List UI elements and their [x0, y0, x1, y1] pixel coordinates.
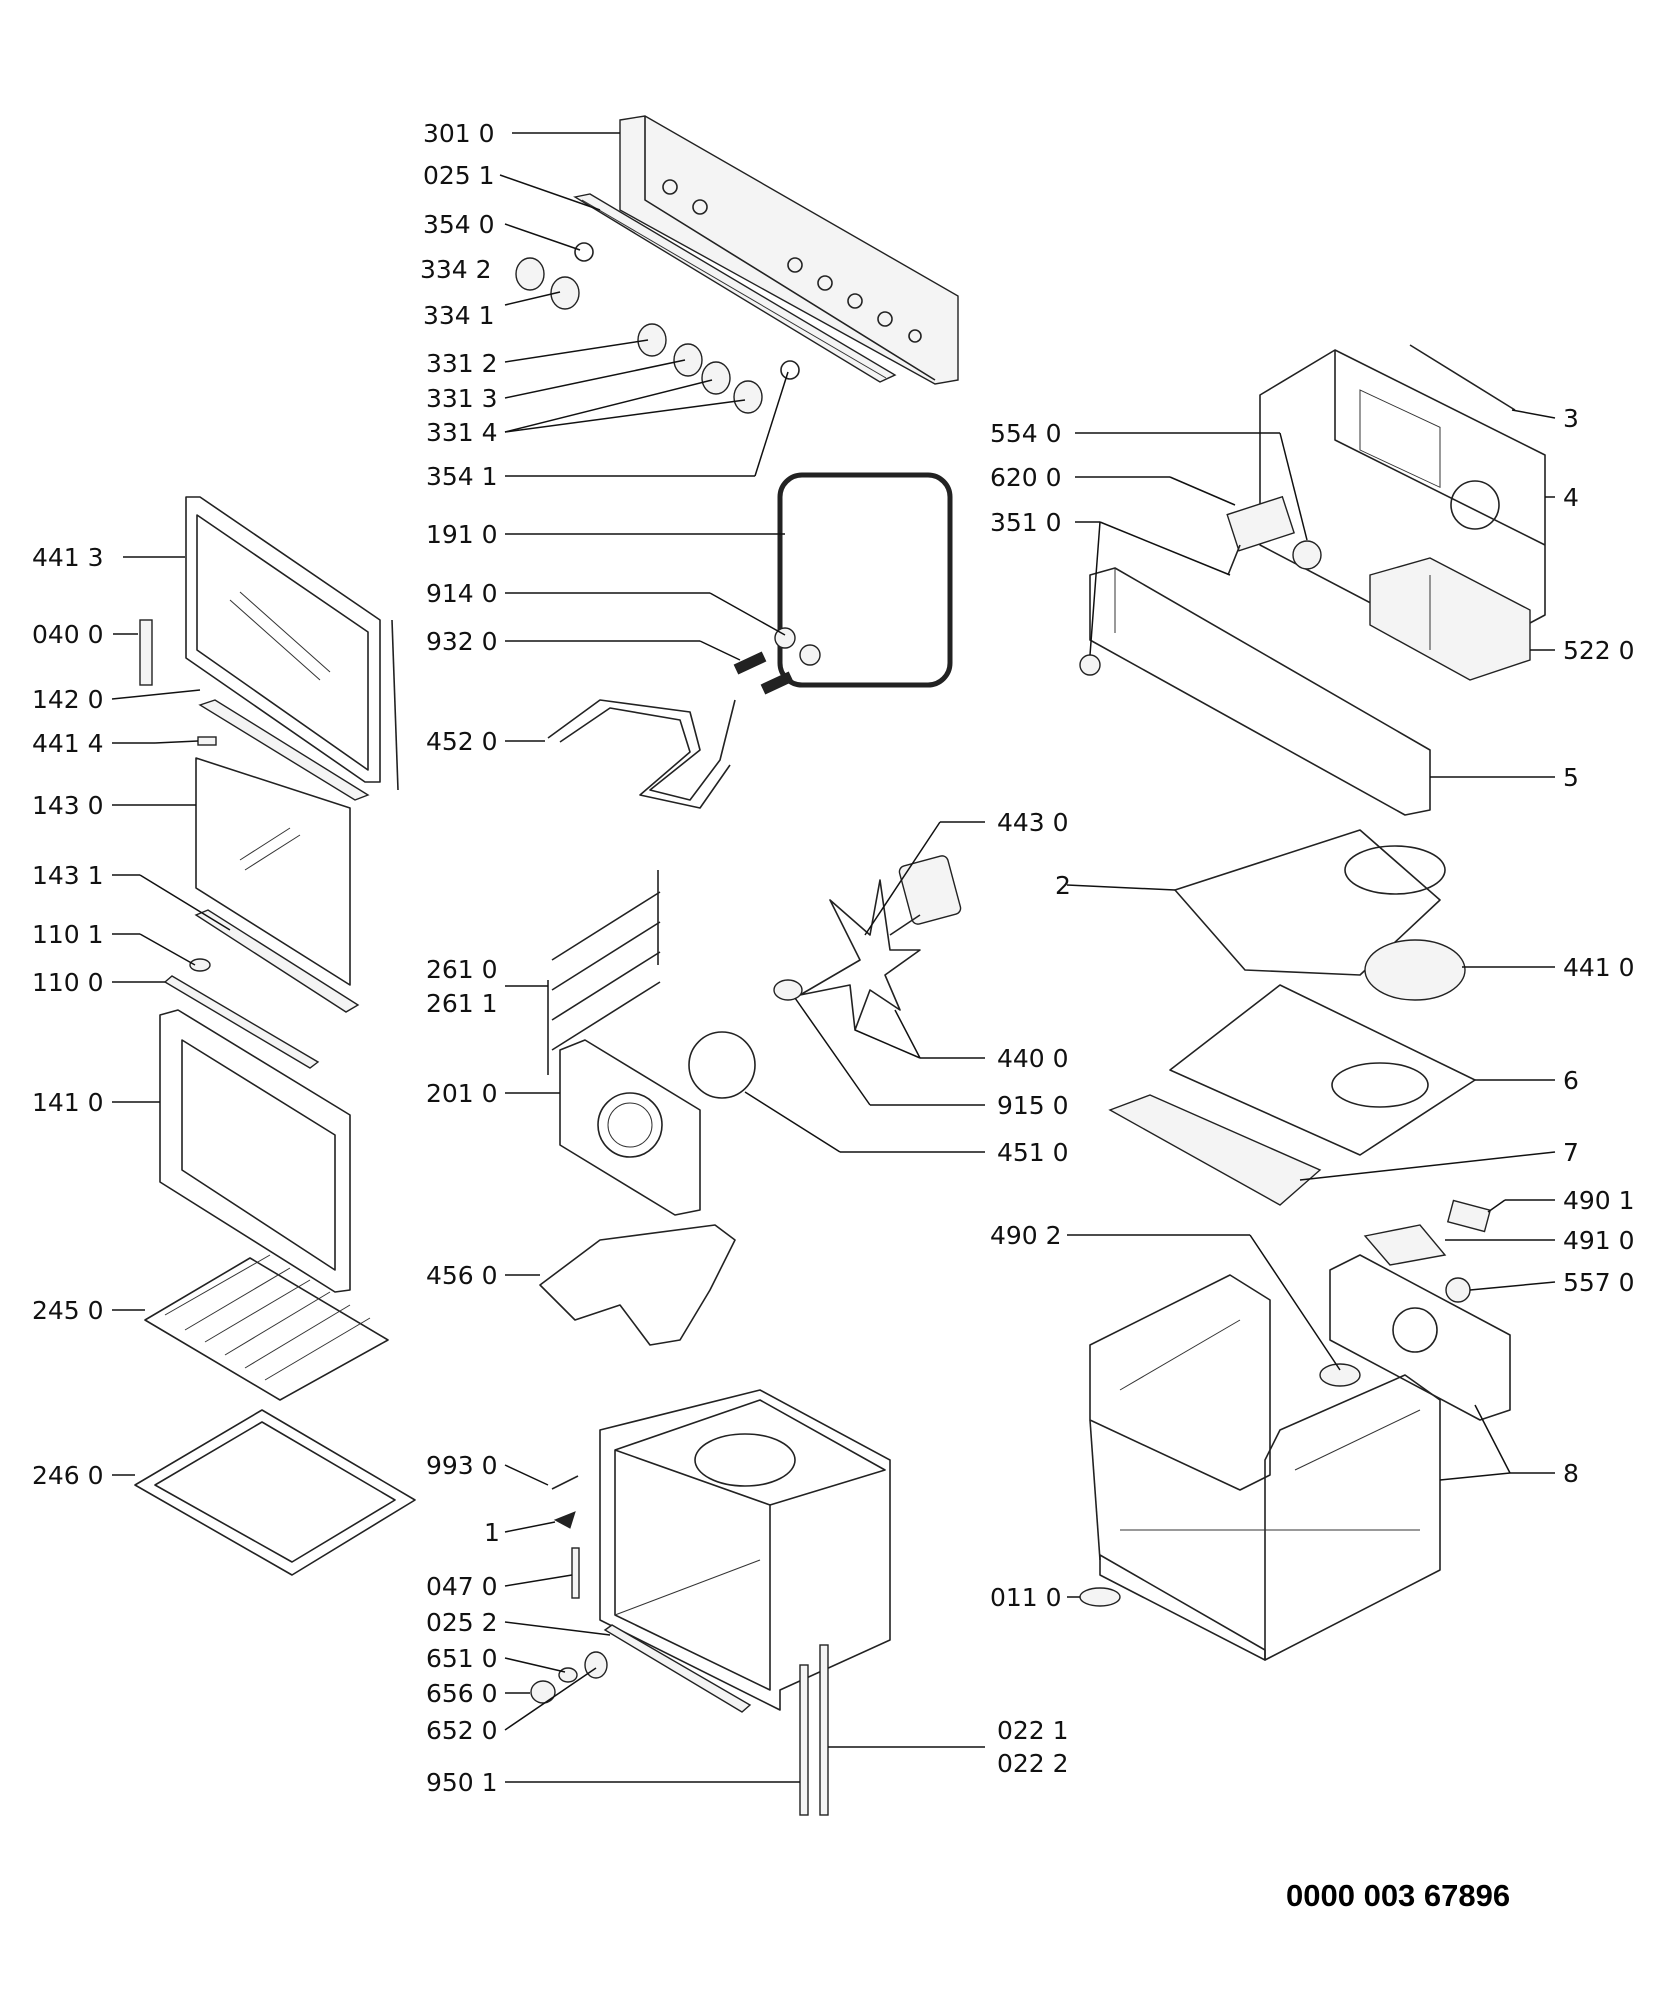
part-outer-casing [1089, 1274, 1441, 1661]
part-insulation-plates [1108, 984, 1476, 1206]
part-glass-holder [194, 909, 360, 1013]
part-front-frame [1089, 567, 1431, 816]
part-side-rails [799, 1644, 829, 1816]
part-oven-cavity [599, 1389, 891, 1711]
part-grill-element [547, 699, 736, 809]
callout-110-0: 110 0 [32, 968, 104, 997]
callout-3: 3 [1563, 404, 1579, 433]
part-top-housing [1259, 344, 1546, 656]
part-upper-rail [573, 193, 897, 383]
part-hinge-block [189, 958, 211, 972]
callout-331-4: 331 4 [426, 418, 498, 447]
callout-456-0: 456 0 [426, 1261, 498, 1290]
part-inner-glass [195, 757, 351, 986]
part-fan-motor [773, 855, 962, 1031]
part-top-plate [1174, 829, 1466, 1001]
callout-993-0: 993 0 [426, 1451, 498, 1480]
callout-656-0: 656 0 [426, 1679, 498, 1708]
callout-331-2: 331 2 [426, 349, 498, 378]
callout-452-0: 452 0 [426, 727, 498, 756]
part-rear-electronics [1319, 1199, 1511, 1421]
callout-491-0: 491 0 [1563, 1226, 1635, 1255]
callout-7: 7 [1563, 1138, 1579, 1167]
callout-441-0: 441 0 [1563, 953, 1635, 982]
callout-6: 6 [1563, 1066, 1579, 1095]
callout-301-0: 301 0 [423, 119, 495, 148]
callout-354-1: 354 1 [426, 462, 498, 491]
callout-201-0: 201 0 [426, 1079, 498, 1108]
part-circular-element [688, 1031, 756, 1099]
callout-2: 2 [1055, 871, 1071, 900]
part-door-strip [198, 699, 370, 801]
callout-334-2: 334 2 [420, 255, 492, 284]
callout-245-0: 245 0 [32, 1296, 104, 1325]
part-outer-door [159, 1009, 351, 1293]
callout-047-0: 047 0 [426, 1572, 498, 1601]
callout-022-2: 022 2 [997, 1749, 1069, 1778]
callout-261-0: 261 0 [426, 955, 498, 984]
part-door-frame [185, 496, 399, 791]
callout-5: 5 [1563, 763, 1579, 792]
document-number: 0000 003 67896 [1286, 1878, 1510, 1913]
callout-652-0: 652 0 [426, 1716, 498, 1745]
callout-620-0: 620 0 [990, 463, 1062, 492]
callout-labels: 301 0 025 1 354 0 334 2 334 1 331 2 331 … [32, 119, 1635, 1797]
leader-lines [111, 132, 1556, 1783]
part-shelf-guides [547, 870, 661, 1075]
callout-110-1: 110 1 [32, 920, 104, 949]
callout-351-0: 351 0 [990, 508, 1062, 537]
part-switches [1079, 495, 1322, 676]
callout-554-0: 554 0 [990, 419, 1062, 448]
part-control-panel [619, 115, 959, 385]
callout-490-2: 490 2 [990, 1221, 1062, 1250]
part-hinge [139, 619, 153, 686]
callout-490-1: 490 1 [1563, 1186, 1635, 1215]
callout-331-3: 331 3 [426, 384, 498, 413]
callout-932-0: 932 0 [426, 627, 498, 656]
callout-915-0: 915 0 [997, 1091, 1069, 1120]
callout-8: 8 [1563, 1459, 1579, 1488]
callout-4: 4 [1563, 483, 1579, 512]
part-fan-cover [559, 1039, 701, 1216]
callout-143-1: 143 1 [32, 861, 104, 890]
callout-011-0: 011 0 [990, 1583, 1062, 1612]
callout-246-0: 246 0 [32, 1461, 104, 1490]
callout-354-0: 354 0 [423, 210, 495, 239]
callout-1: 1 [484, 1518, 500, 1547]
part-wire-rack [144, 1254, 389, 1401]
part-foot [1079, 1587, 1121, 1607]
callout-025-1: 025 1 [423, 161, 495, 190]
callout-441-3: 441 3 [32, 543, 104, 572]
callout-441-4: 441 4 [32, 729, 104, 758]
callout-522-0: 522 0 [1563, 636, 1635, 665]
parts-drawings [134, 115, 1546, 1816]
callout-040-0: 040 0 [32, 620, 104, 649]
part-bottom-element [539, 1224, 736, 1346]
part-relay-block [1369, 557, 1531, 681]
callout-557-0: 557 0 [1563, 1268, 1635, 1297]
part-clip [197, 736, 217, 746]
callout-261-1: 261 1 [426, 989, 498, 1018]
callout-143-0: 143 0 [32, 791, 104, 820]
part-knobs [515, 242, 800, 414]
callout-142-0: 142 0 [32, 685, 104, 714]
part-hinge-bar [163, 975, 320, 1069]
callout-141-0: 141 0 [32, 1088, 104, 1117]
callout-451-0: 451 0 [997, 1138, 1069, 1167]
callout-440-0: 440 0 [997, 1044, 1069, 1073]
callout-950-1: 950 1 [426, 1768, 498, 1797]
callout-191-0: 191 0 [426, 520, 498, 549]
part-baking-tray [134, 1409, 416, 1576]
callout-443-0: 443 0 [997, 808, 1069, 837]
callout-651-0: 651 0 [426, 1644, 498, 1673]
callout-022-1: 022 1 [997, 1716, 1069, 1745]
callout-025-2: 025 2 [426, 1608, 498, 1637]
part-small-fittings [530, 1475, 752, 1713]
part-door-gasket [777, 472, 953, 688]
callout-914-0: 914 0 [426, 579, 498, 608]
callout-334-1: 334 1 [423, 301, 495, 330]
